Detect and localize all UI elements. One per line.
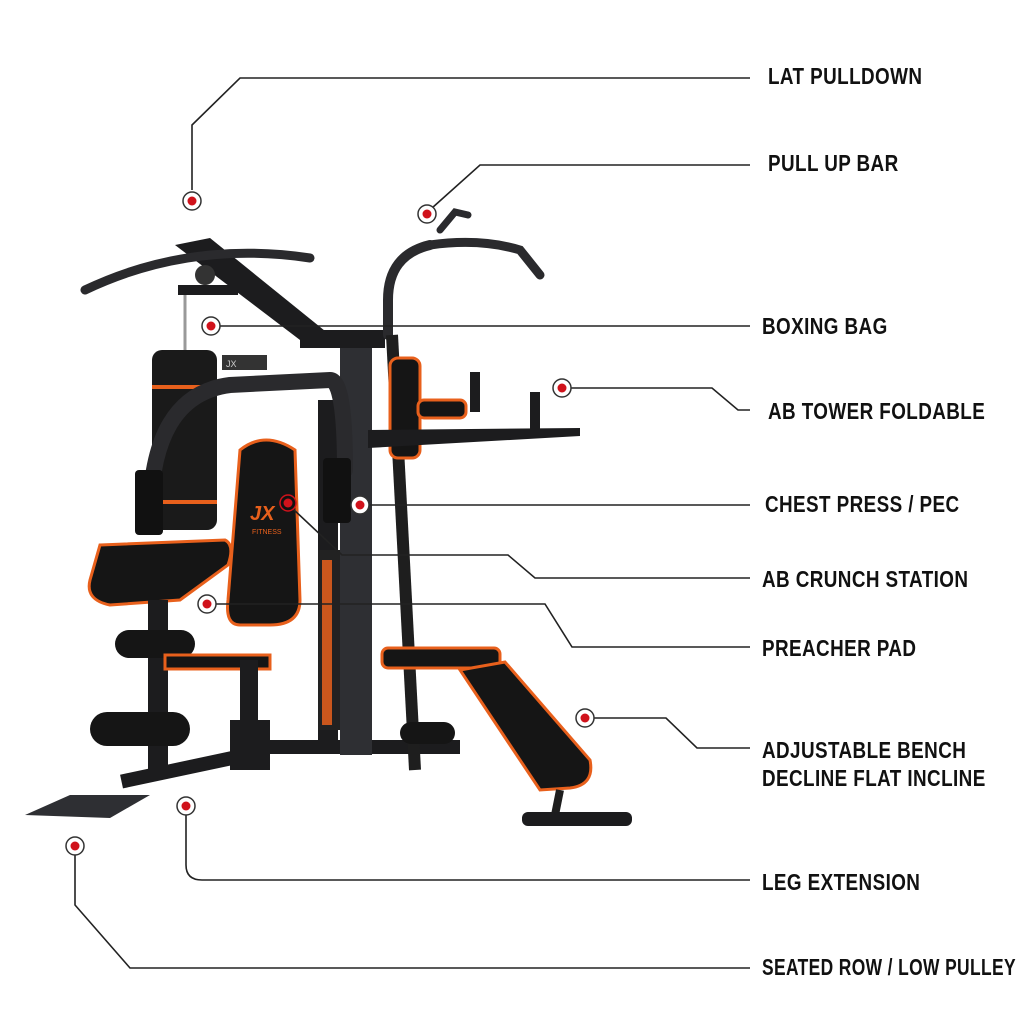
label-lat-pulldown: LAT PULLDOWN bbox=[768, 63, 922, 89]
weight-stack bbox=[318, 550, 340, 730]
frame-logo: JX bbox=[226, 359, 237, 369]
label-adjustable-bench: ADJUSTABLE BENCH bbox=[762, 737, 966, 763]
chest-press-arms bbox=[142, 371, 353, 528]
back-pad: JX FITNESS bbox=[226, 438, 302, 627]
marker-ab-crunch bbox=[279, 494, 297, 512]
label-chest-press: CHEST PRESS / PEC bbox=[765, 491, 960, 517]
callout-labels: LAT PULLDOWN PULL UP BAR BOXING BAG AB T… bbox=[762, 63, 1016, 980]
upper-roller bbox=[115, 630, 195, 658]
label-pull-up-bar: PULL UP BAR bbox=[768, 150, 899, 176]
marker-preacher-pad bbox=[197, 594, 217, 614]
foot-plate bbox=[25, 795, 150, 818]
pad-logo-sub: FITNESS bbox=[252, 529, 282, 536]
marker-lat-pulldown bbox=[182, 191, 202, 211]
label-ab-tower: AB TOWER FOLDABLE bbox=[768, 398, 985, 424]
label-seated-row: SEATED ROW / LOW PULLEY bbox=[762, 954, 1016, 980]
markers bbox=[65, 191, 595, 856]
marker-adjustable-bench bbox=[575, 708, 595, 728]
marker-boxing-bag bbox=[201, 316, 221, 336]
ab-tower bbox=[368, 208, 580, 771]
adjustable-bench bbox=[380, 646, 632, 826]
gym-machine: JX JX FITNESS bbox=[25, 208, 632, 826]
pad-logo: JX bbox=[250, 503, 276, 525]
leader-lines bbox=[74, 77, 750, 969]
marker-seated-row bbox=[65, 836, 85, 856]
marker-ab-tower bbox=[552, 378, 572, 398]
marker-chest-press bbox=[350, 495, 370, 515]
lower-roller bbox=[90, 712, 190, 746]
lat-bar bbox=[80, 248, 315, 295]
lat-arm bbox=[175, 238, 330, 340]
label-boxing-bag: BOXING BAG bbox=[762, 313, 888, 339]
marker-pull-up-bar bbox=[417, 204, 437, 224]
label-ab-crunch: AB CRUNCH STATION bbox=[762, 566, 968, 592]
label-adjustable-bench-modes: DECLINE FLAT INCLINE bbox=[762, 765, 986, 791]
marker-leg-extension bbox=[176, 796, 196, 816]
seat-pad bbox=[87, 538, 233, 607]
label-preacher-pad: PREACHER PAD bbox=[762, 635, 916, 661]
label-leg-extension: LEG EXTENSION bbox=[762, 869, 920, 895]
